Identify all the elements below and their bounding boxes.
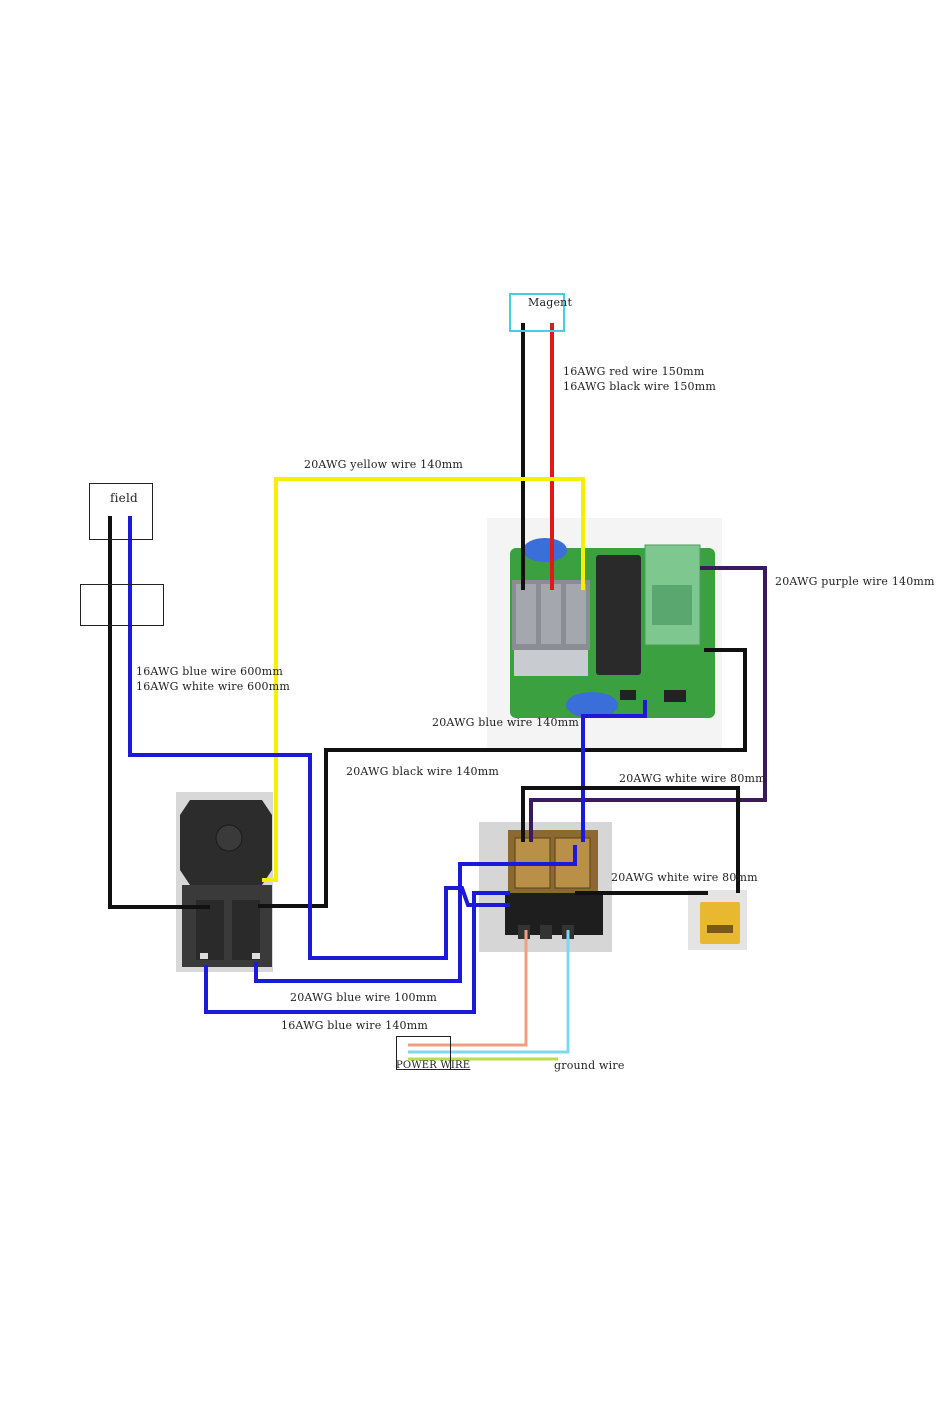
black-wire-140 (258, 648, 747, 908)
red-wire-label: 16AWG red wire 150mm (563, 365, 705, 378)
blue-wire-100 (254, 845, 577, 983)
yellow-wire-label: 20AWG yellow wire 140mm (304, 458, 464, 471)
field-label: field (110, 491, 138, 505)
relay-switch (479, 822, 612, 952)
blue-wire-140-top (581, 700, 647, 842)
yellow-wire (262, 477, 585, 882)
blue-140-top-label: 20AWG blue wire 140mm (432, 716, 579, 729)
field-blue-wire (128, 516, 510, 960)
blue-140-bottom-label: 16AWG blue wire 140mm (281, 1019, 428, 1032)
white-wire-80-a (521, 786, 740, 893)
trigger-switch (176, 792, 273, 972)
field-connector-box (80, 584, 164, 626)
purple-wire (529, 566, 767, 842)
control-board (487, 518, 722, 748)
white-80-a-label: 20AWG white wire 80mm (619, 772, 766, 785)
power-wire-box (396, 1036, 451, 1070)
power-lightblue-wire (408, 930, 570, 1054)
power-wire-label: POWER WIRE (396, 1060, 471, 1071)
white-80-b-label: 20AWG white wire 80mm (611, 871, 758, 884)
black-140-label: 20AWG black wire 140mm (346, 765, 499, 778)
purple-wire-label: 20AWG purple wire 140mm (775, 575, 935, 588)
blue-600-label: 16AWG blue wire 600mm (136, 665, 283, 678)
black-wire-150-label: 16AWG black wire 150mm (563, 380, 716, 393)
capacitor (688, 890, 747, 950)
magnet-box (509, 293, 565, 332)
power-salmon-wire (408, 930, 528, 1047)
blue-wire-140-bottom (204, 891, 510, 1014)
field-box (89, 483, 153, 540)
magnet-label: Magent (528, 296, 573, 309)
blue-100-label: 20AWG blue wire 100mm (290, 991, 437, 1004)
white-600-label: 16AWG white wire 600mm (136, 680, 290, 693)
field-black-wire (108, 516, 210, 909)
ground-wire-label: ground wire (554, 1059, 625, 1072)
